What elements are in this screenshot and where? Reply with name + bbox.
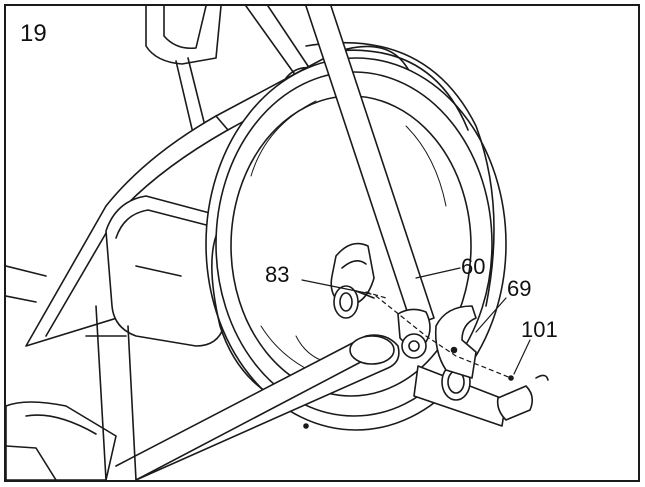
base-housing <box>6 265 137 480</box>
cover-block <box>105 195 236 347</box>
leader-101 <box>513 339 531 375</box>
shroud <box>211 42 495 399</box>
callout-101: 101 <box>521 317 558 342</box>
callout-leaders <box>301 267 531 375</box>
end-cap <box>496 374 549 421</box>
step-number: 19 <box>20 20 47 47</box>
leader-69 <box>475 297 507 333</box>
assembly-drawing <box>6 6 549 480</box>
stabilizer-tube <box>305 6 435 359</box>
callout-69: 69 <box>507 276 532 301</box>
leader-60 <box>415 267 461 279</box>
assembly-dash-lines <box>365 291 512 379</box>
leader-83 <box>301 279 372 295</box>
pedal-axle <box>413 363 507 427</box>
diagram-frame: 19 83 60 69 101 <box>4 4 640 482</box>
bracket-69 <box>434 305 477 379</box>
crank-hub <box>330 242 375 319</box>
callout-60: 60 <box>461 254 486 279</box>
callout-83: 83 <box>265 262 290 287</box>
lower-arm <box>115 334 400 480</box>
